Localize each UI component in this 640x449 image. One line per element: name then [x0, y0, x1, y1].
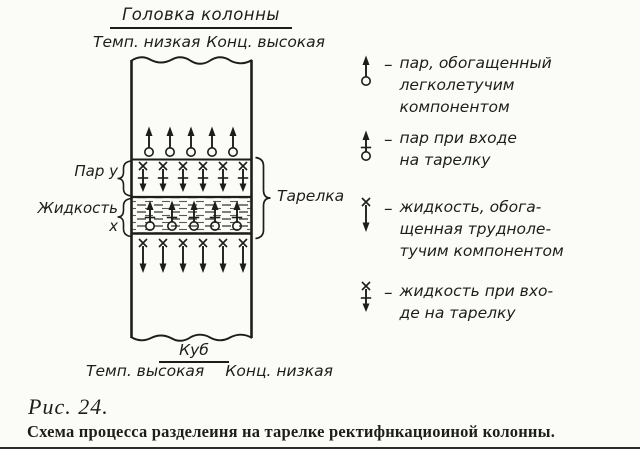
legend-dash: – [384, 55, 393, 75]
legend-text: пар при входе на тарелку [399, 129, 517, 169]
tray-label: Тарелка [277, 187, 345, 205]
legend-item-vapor-entering: – пар при входе на тарелку [357, 127, 517, 171]
legend-text: пар, обогащенный легколетучим компоненто… [399, 54, 552, 116]
vapor-entering-tray-symbol [357, 128, 375, 161]
liquid-layer-hatch [132, 198, 251, 233]
column-foot-conditions: Темп. высокая Конц. низкая [86, 362, 333, 380]
foot-temp-label: Темп. высокая [86, 362, 205, 380]
liquid-enriched-symbol [361, 197, 371, 233]
legend-item-vapor-enriched: – пар, обогащенный легколетучим компонен… [357, 52, 552, 118]
legend-text: жидкость при вхо- де на тарелку [399, 282, 554, 322]
legend-item-liquid-enriched: – жидкость, обога- щенная трудноле- тучи… [357, 196, 564, 262]
vapor-enriched-symbol-row [143, 125, 239, 158]
column-head-title: Головка колонны [110, 5, 292, 29]
legend-text: жидкость, обога- щенная трудноле- тучим … [399, 198, 564, 260]
legend-item-liquid-entering: – жидкость при вхо- де на тарелку [357, 280, 553, 324]
vapor-enriched-symbol [360, 54, 372, 86]
head-conc-label: Конц. высокая [206, 33, 325, 51]
vapor-zone-label: Пар y [74, 162, 118, 180]
column-foot-title: Куб [159, 341, 229, 363]
legend-dash: – [384, 199, 393, 219]
legend-dash: – [384, 130, 393, 150]
column-head-conditions: Темп. низкая Конц. высокая [93, 33, 325, 51]
figure-caption: Схема процесса разделеиня на тарелке рек… [27, 422, 556, 441]
column-bottom-break-line [130, 333, 253, 342]
liquid-zone-label: Жидкость x [37, 199, 118, 235]
vapor-zone-brace [117, 160, 132, 197]
figure-number: Рис. 24. [28, 394, 109, 419]
scan-edge-artifact [0, 447, 640, 449]
head-temp-label: Темп. низкая [93, 33, 201, 51]
foot-conc-label: Конц. низкая [225, 362, 333, 380]
tray-brace [255, 156, 271, 240]
liquid-entering-symbol-row [136, 161, 250, 193]
liquid-entering-tray-symbol [359, 281, 373, 313]
legend-dash: – [384, 283, 393, 303]
liquid-enriched-symbol-row [138, 238, 248, 274]
column-top-break-line [130, 56, 253, 65]
liquid-zone-brace [117, 197, 132, 238]
